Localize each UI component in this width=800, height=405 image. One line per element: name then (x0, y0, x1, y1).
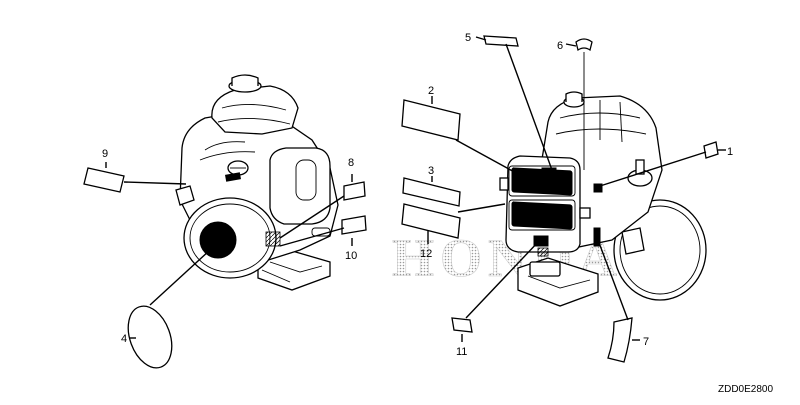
label-decal-11-shape (451, 317, 473, 333)
callout-10: 10 (345, 250, 357, 262)
callout-7: 7 (643, 336, 649, 348)
callout-3: 3 (428, 165, 434, 177)
engine-left-drawing (175, 74, 339, 291)
callout-4: 4 (121, 333, 127, 345)
callout-5: 5 (465, 32, 471, 44)
callout-9: 9 (102, 148, 108, 160)
callout-2: 2 (428, 85, 434, 97)
callout-11: 11 (456, 346, 467, 358)
leader-lines (105, 36, 726, 342)
callout-6: 6 (557, 40, 563, 52)
label-decal-4-shape (127, 305, 173, 369)
label-decal-2-shape (401, 99, 461, 141)
label-decal-10-shape (341, 215, 367, 235)
label-decal-1-shape (703, 141, 719, 159)
callout-8: 8 (348, 157, 354, 169)
callout-12: 12 (420, 248, 432, 260)
label-decal-7-shape (607, 317, 633, 363)
drawing-code: ZDD0E2800 (718, 384, 773, 395)
engine-right-drawing (499, 52, 707, 307)
callout-1: 1 (727, 146, 733, 158)
label-decal-12-shape (401, 203, 461, 239)
label-decal-8-shape (343, 181, 366, 201)
label-decal-3-shape (402, 177, 461, 207)
label-decal-5-shape (483, 35, 519, 47)
label-decal-9-shape (83, 167, 125, 193)
label-decal-6-shape (575, 38, 593, 52)
